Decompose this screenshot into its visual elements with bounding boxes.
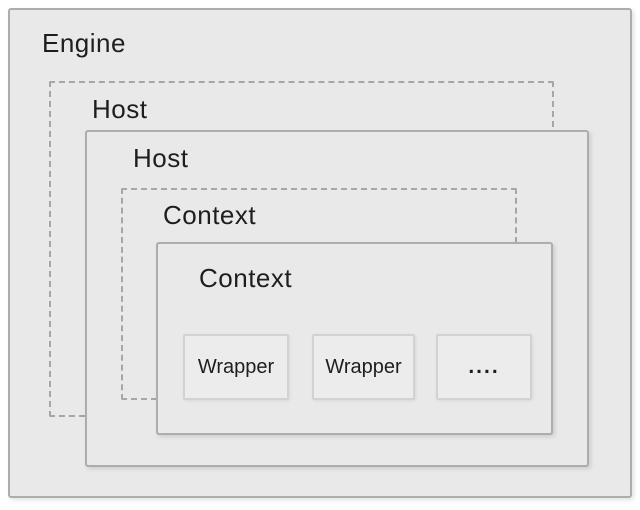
context-outer-label: Context — [163, 200, 257, 230]
ellipsis-box: .... — [436, 334, 532, 400]
engine-box: Engine Host Host Context Context Wrapper… — [8, 8, 632, 498]
ellipsis-label: .... — [468, 355, 500, 378]
context-inner-label: Context — [199, 263, 293, 293]
wrapper-box: Wrapper — [312, 334, 415, 400]
engine-label: Engine — [42, 28, 126, 58]
host-outer-label: Host — [92, 94, 148, 124]
context-inner-box: Context Wrapper Wrapper .... — [156, 242, 553, 435]
wrapper-label: Wrapper — [325, 355, 402, 378]
wrapper-box: Wrapper — [183, 334, 289, 400]
wrapper-label: Wrapper — [197, 355, 275, 378]
host-inner-box: Host Context Context Wrapper Wrapper ...… — [85, 130, 589, 467]
host-inner-label: Host — [133, 143, 189, 173]
